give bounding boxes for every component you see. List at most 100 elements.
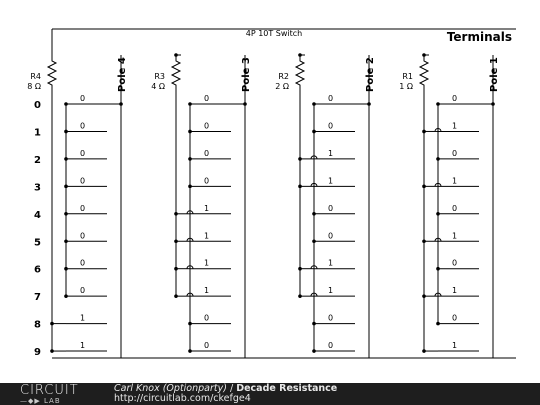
bit-label: 0 — [328, 204, 333, 213]
position-label: 7 — [34, 292, 41, 303]
bit-label: 1 — [204, 231, 209, 240]
resistor-r2 — [294, 55, 306, 91]
junction-dot — [298, 184, 302, 189]
wire-hop — [186, 265, 194, 269]
pole-label: Pole 1 — [489, 57, 500, 92]
junction-dot — [188, 102, 192, 106]
bit-label: 1 — [452, 286, 457, 295]
bit-label: 1 — [328, 259, 333, 268]
bit-label: 0 — [328, 314, 333, 323]
wire-hop — [186, 237, 194, 242]
pole-label: Pole 3 — [241, 57, 252, 92]
junction-dot — [298, 53, 302, 57]
resistor-r1 — [418, 55, 430, 91]
author-name: Carl Knox (Optionparty) — [114, 383, 227, 394]
bit-label: 0 — [80, 259, 85, 268]
resistor-value: 1 Ω — [399, 82, 413, 91]
junction-dot — [312, 102, 316, 106]
junction-dot — [188, 321, 192, 326]
footer-bar: CIRCUIT —◆▶ LAB Carl Knox (Optionparty) … — [0, 383, 540, 405]
resistor-ref: R4 — [30, 72, 41, 81]
resistor-value: 8 Ω — [27, 82, 41, 91]
wire-hop — [434, 182, 442, 187]
junction-dot — [119, 102, 123, 106]
circuit-url[interactable]: http://circuitlab.com/ckefge4 — [114, 393, 251, 404]
bit-label: 0 — [80, 231, 85, 240]
junction-dot — [298, 266, 302, 271]
resistor-ref: R2 — [278, 72, 289, 81]
bit-label: 0 — [452, 314, 457, 323]
junction-dot — [367, 102, 371, 106]
bit-label: 1 — [204, 204, 209, 213]
bit-label: 0 — [80, 121, 85, 130]
bit-label: 1 — [80, 314, 85, 323]
bit-label: 0 — [328, 341, 333, 350]
junction-dot — [64, 129, 68, 134]
junction-dot — [436, 157, 440, 161]
wire-hop — [434, 128, 442, 132]
resistor-ref: R1 — [402, 72, 413, 81]
bit-label: 0 — [80, 176, 85, 185]
junction-dot — [50, 349, 54, 353]
junction-dot — [436, 266, 440, 271]
wire-hop — [310, 265, 318, 269]
wire-hop — [434, 292, 442, 297]
junction-dot — [174, 212, 178, 216]
pole-label: Pole 4 — [117, 57, 128, 92]
junction-dot — [50, 321, 54, 326]
junction-dot — [491, 102, 495, 106]
bit-label: 0 — [204, 149, 209, 158]
resistor-r3 — [170, 55, 182, 91]
position-label: 8 — [34, 320, 41, 331]
switch-label: 4P 10T Switch — [246, 29, 303, 38]
junction-dot — [188, 184, 192, 189]
resistor-value: 4 Ω — [151, 82, 165, 91]
bit-label: 0 — [80, 286, 85, 295]
junction-dot — [188, 349, 192, 353]
bit-label: 0 — [452, 94, 457, 103]
junction-dot — [312, 212, 316, 216]
resistor-r4 — [46, 55, 58, 91]
bit-label: 0 — [204, 94, 209, 103]
bit-label: 1 — [328, 286, 333, 295]
bit-label: 1 — [204, 259, 209, 268]
junction-dot — [64, 239, 68, 244]
bit-label: 0 — [204, 314, 209, 323]
junction-dot — [174, 53, 178, 57]
bit-label: 1 — [452, 176, 457, 185]
bit-label: 0 — [204, 121, 209, 130]
junction-dot — [436, 102, 440, 106]
bit-label: 0 — [328, 121, 333, 130]
circuit-title: Decade Resistance — [236, 383, 338, 394]
resistor-ref: R3 — [154, 72, 165, 81]
junction-dot — [422, 239, 426, 244]
bit-label: 0 — [204, 341, 209, 350]
junction-dot — [422, 184, 426, 189]
bit-label: 1 — [328, 176, 333, 185]
position-label: 1 — [34, 127, 41, 138]
position-label: 2 — [34, 155, 41, 166]
position-label: 9 — [34, 347, 41, 358]
bit-label: 0 — [328, 94, 333, 103]
junction-dot — [64, 184, 68, 189]
wire-hop — [186, 210, 194, 214]
position-label: 6 — [34, 265, 41, 276]
bit-label: 0 — [452, 149, 457, 158]
junction-dot — [436, 212, 440, 216]
bit-label: 1 — [452, 231, 457, 240]
position-label: 3 — [34, 182, 41, 193]
junction-dot — [174, 239, 178, 244]
junction-dot — [422, 53, 426, 57]
junction-dot — [174, 266, 178, 271]
wire-hop — [310, 155, 318, 160]
junction-dot — [188, 157, 192, 161]
junction-dot — [64, 266, 68, 271]
position-label: 4 — [34, 210, 41, 221]
junction-dot — [298, 157, 302, 161]
bit-label: 1 — [328, 149, 333, 158]
wire-hop — [310, 182, 318, 187]
circuitlab-logo: CIRCUIT —◆▶ LAB — [20, 383, 79, 405]
junction-dot — [422, 129, 426, 134]
bit-label: 1 — [452, 341, 457, 350]
junction-dot — [298, 294, 302, 298]
